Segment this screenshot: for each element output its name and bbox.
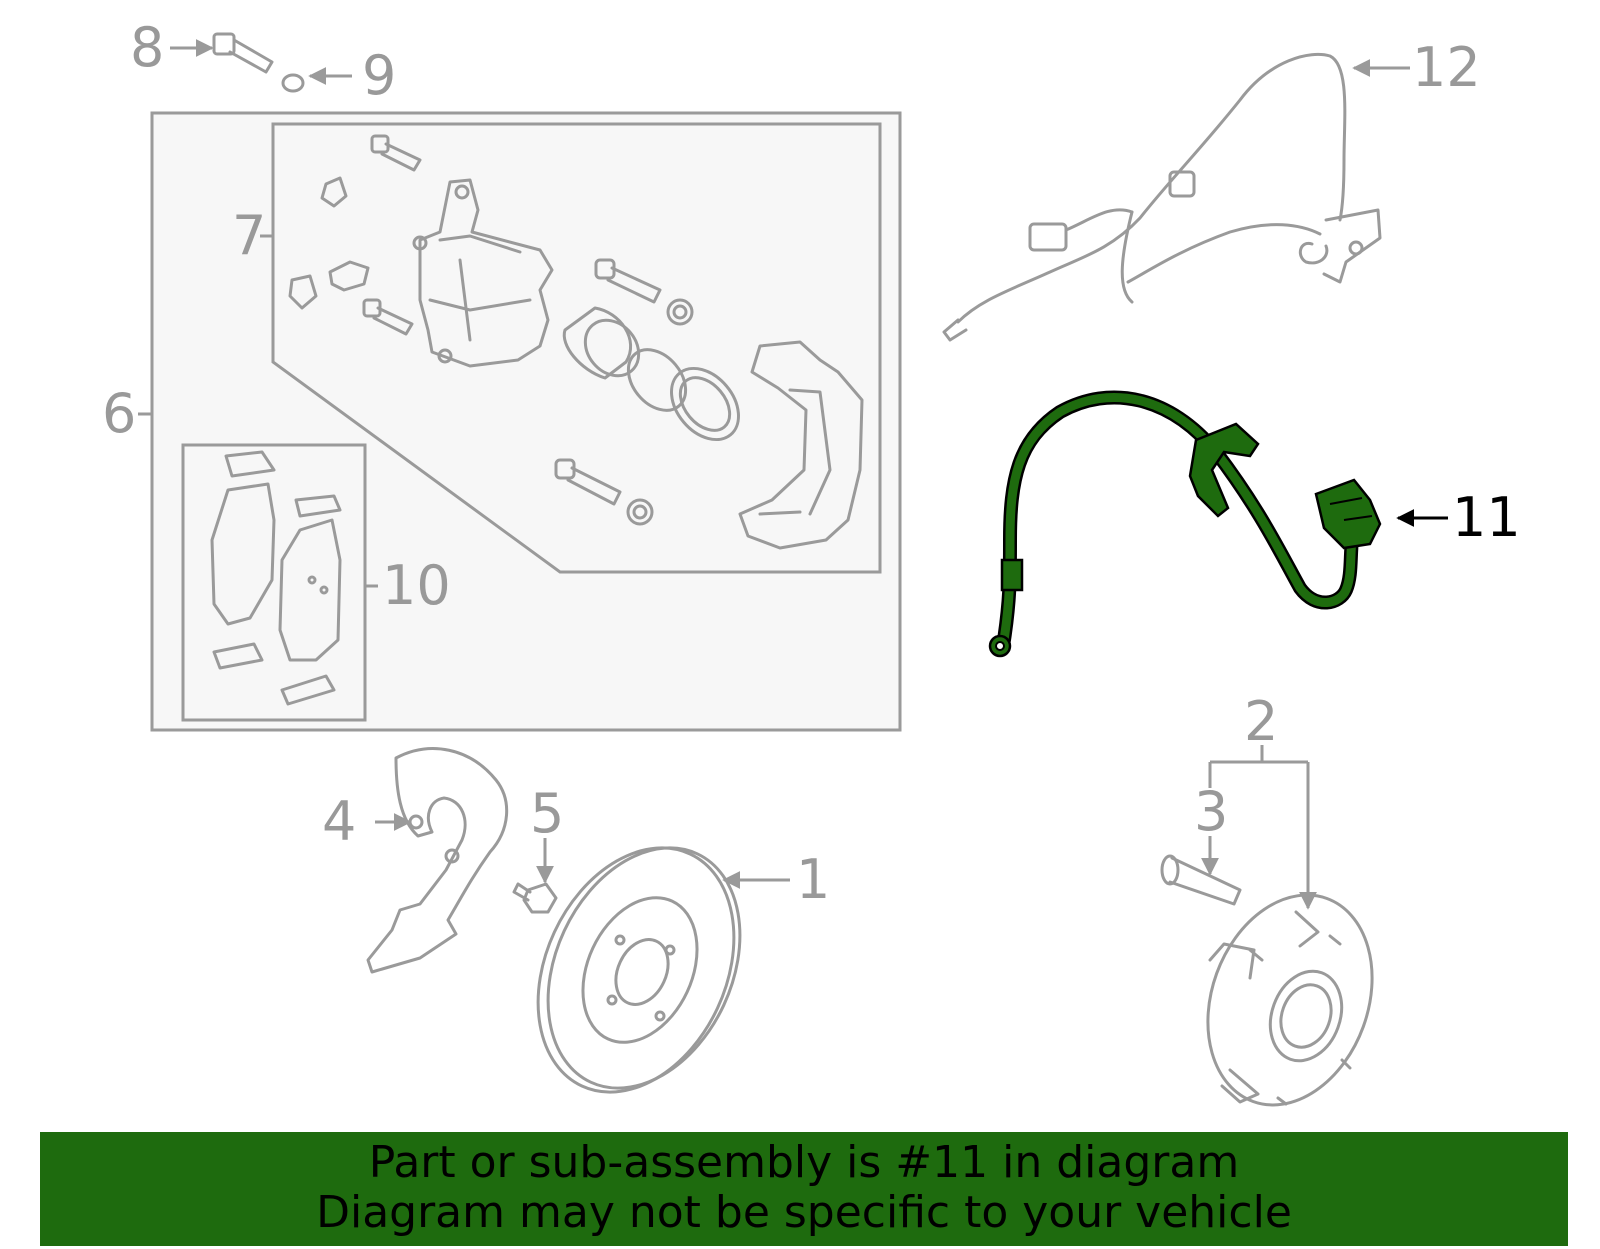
- bolt-5: [512, 882, 558, 914]
- callout-6: 6: [102, 382, 136, 445]
- info-banner: Part or sub-assembly is #11 in diagram D…: [40, 1132, 1568, 1246]
- wheel-stud: [1160, 854, 1242, 906]
- dust-boot: [670, 366, 740, 442]
- caliper-body: [412, 178, 554, 368]
- callout-4: 4: [322, 790, 356, 853]
- washer-9: [281, 73, 305, 93]
- guide-pin-lower: [554, 458, 622, 506]
- callout-1: 1: [796, 848, 830, 911]
- dust-shield: [366, 747, 509, 974]
- brake-pad-outer: [278, 494, 342, 706]
- callout-8: 8: [130, 16, 164, 79]
- piston: [562, 306, 641, 380]
- callout-3: 3: [1194, 780, 1228, 843]
- callout-11: 11: [1452, 486, 1521, 549]
- callout-9: 9: [362, 44, 396, 107]
- boot-lower: [626, 498, 654, 526]
- brake-pad-inner: [210, 450, 276, 670]
- hub-bearing: [1206, 893, 1374, 1107]
- banner-line-2: Diagram may not be specific to your vehi…: [316, 1187, 1292, 1238]
- bolt-small-a: [362, 298, 414, 336]
- seal-ring: [626, 348, 688, 412]
- brake-rotor: [536, 846, 742, 1094]
- callout-7: 7: [232, 204, 266, 267]
- banner-line-1: Part or sub-assembly is #11 in diagram: [368, 1137, 1240, 1188]
- callout-2: 2: [1244, 690, 1278, 753]
- caliper-kit-box: [271, 122, 882, 574]
- boot-upper: [666, 298, 694, 326]
- clip-a: [320, 176, 348, 208]
- brake-pad-box: [181, 443, 367, 722]
- bleeder-bolt: [370, 134, 422, 172]
- callout-10: 10: [382, 554, 451, 617]
- bleeder-valve: [328, 260, 370, 292]
- caliper-bracket: [738, 340, 864, 550]
- wheel-speed-sensor: [942, 52, 1382, 342]
- brake-hose-11: [988, 390, 1382, 658]
- clip-b: [288, 274, 318, 310]
- bolt-8: [212, 32, 274, 74]
- callout-5: 5: [530, 782, 564, 845]
- callout-12: 12: [1412, 36, 1481, 99]
- guide-pin-upper: [594, 258, 662, 304]
